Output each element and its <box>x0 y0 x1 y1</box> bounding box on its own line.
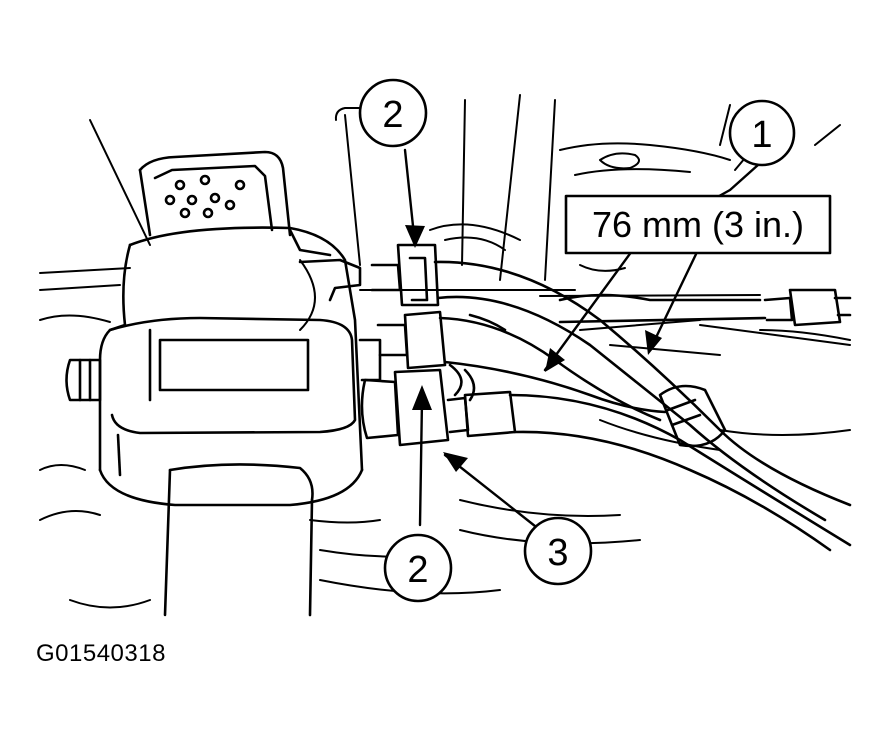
measurement-box <box>564 194 832 255</box>
fuel-filter <box>65 150 382 617</box>
callout-2-bottom-label: 2 <box>407 549 428 591</box>
callout-circles <box>358 78 796 603</box>
fuel-hoses <box>433 260 852 552</box>
callout-2-top-circle <box>358 78 428 148</box>
fittings <box>360 243 852 448</box>
callout-2-top-label: 2 <box>382 94 403 136</box>
callout-2-bottom-circle <box>383 533 453 603</box>
measurement-label: 76 mm (3 in.) <box>592 204 804 245</box>
callout-3-circle <box>523 516 593 586</box>
callout-1-label: 1 <box>751 114 772 156</box>
callout-3-label: 3 <box>547 532 568 574</box>
arrowheads <box>405 225 662 472</box>
figure-id: G01540318 <box>36 640 166 667</box>
callout-1-circle <box>728 99 796 167</box>
